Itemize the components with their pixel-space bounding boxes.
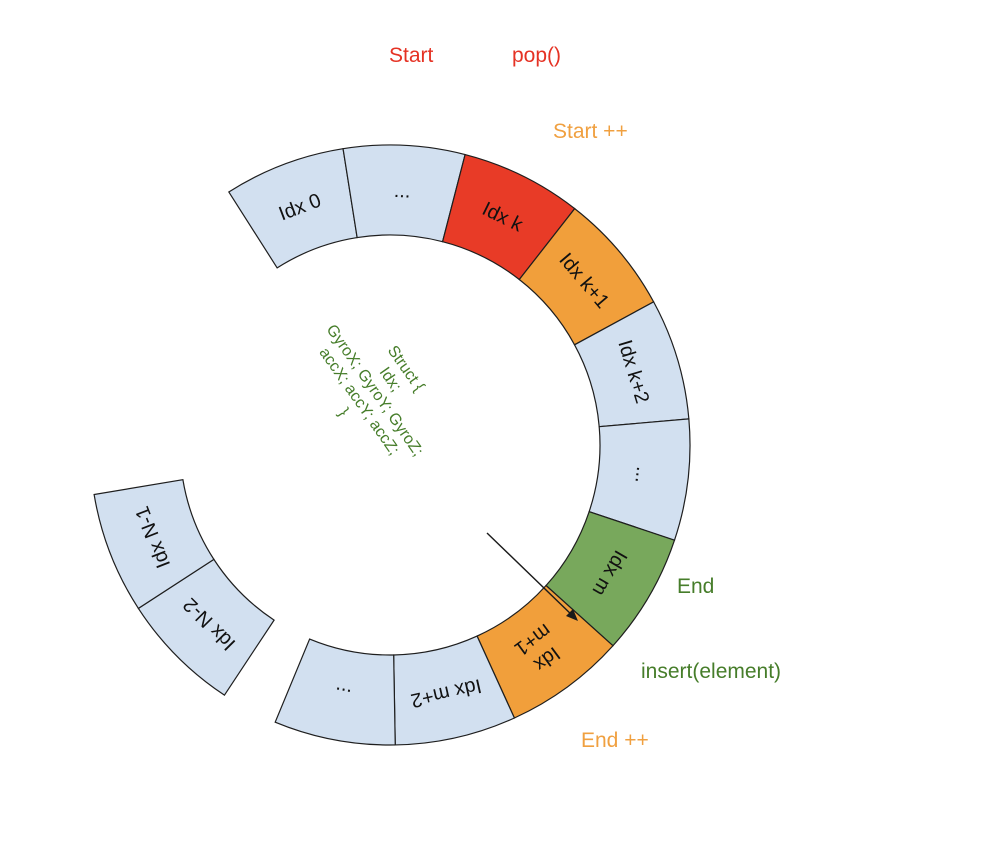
end-label: End <box>677 575 715 598</box>
segment-label: ... <box>630 465 654 484</box>
insert-label: insert(element) <box>641 660 782 683</box>
end-increment-label: End ++ <box>581 729 649 752</box>
buffer-segment: Idx m+2 <box>393 635 516 746</box>
segment-cell <box>274 638 396 746</box>
segment-cell <box>93 478 215 610</box>
segment-label: ... <box>332 682 352 707</box>
buffer-segment: Idx k <box>441 153 576 281</box>
buffer-segment: ... <box>342 144 466 243</box>
insert-arrowhead <box>566 609 578 621</box>
buffer-segment: ... <box>274 638 396 746</box>
pop-label: pop() <box>512 44 562 67</box>
insert-arrow <box>486 532 576 619</box>
buffer-segment: Idx k+1 <box>518 207 655 346</box>
buffer-segment: Idx 0 <box>227 148 358 269</box>
segment-label: ... <box>393 180 411 203</box>
buffer-segment: ... <box>588 418 691 541</box>
start-label: Start <box>389 44 434 67</box>
buffer-segment: Idx N-2 <box>137 558 275 696</box>
start-increment-label: Start ++ <box>553 120 628 143</box>
buffer-segment: Idx N-1 <box>93 478 215 610</box>
